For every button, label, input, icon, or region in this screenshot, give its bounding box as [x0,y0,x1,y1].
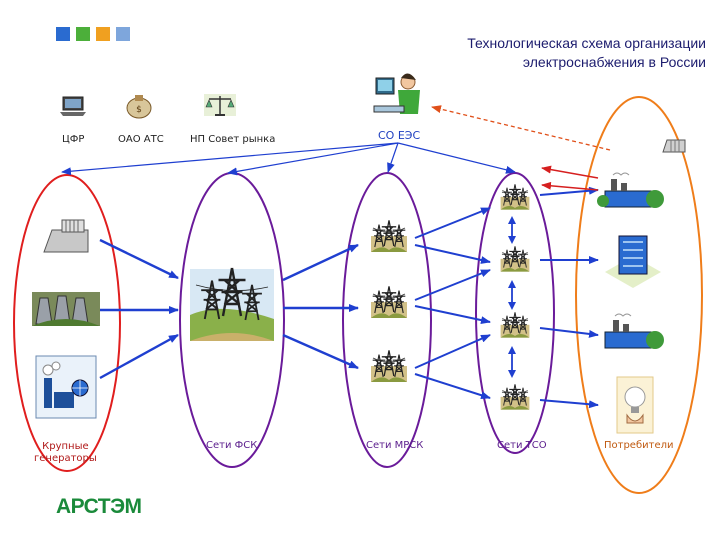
factory-icon-1 [597,172,664,208]
arrow-so-to-generators [61,142,399,176]
decor-square-3 [96,27,110,41]
label-ats: ОАО АТС [118,134,164,145]
label-consumers: Потребители [604,440,674,451]
arstem-logo: АРСТЭМ [56,495,142,518]
arrow-tso-consumer-3 [539,327,599,338]
decor-square-2 [76,27,90,41]
mrsk-tower-3 [371,350,407,382]
tso-tower-2 [501,246,530,271]
label-cfr: ЦФР [62,134,85,145]
diagram-title: Технологическая схема организации электр… [467,34,706,72]
arrow-so-to-fsk [227,142,399,176]
operator-icon [373,73,420,114]
mrsk-tower-1 [371,220,407,252]
tso-tower-3 [501,312,530,337]
svg-text:$: $ [136,105,142,115]
arrow-tso-consumer-4 [539,399,599,409]
decor-square-1 [56,27,70,41]
arrow-mrsk-tso-5 [414,334,491,369]
mrsk-tower-2 [371,286,407,318]
label-generators: Крупные генераторы [34,441,97,465]
laptop-icon [60,96,86,116]
arrow-mrsk-tso-2 [414,244,491,264]
title-line-1: Технологическая схема организации [467,35,706,51]
consumer-meter-icon [662,139,686,153]
arrow-fsk-mrsk-1 [282,243,359,282]
red-arrow-1 [541,165,599,179]
arrow-mrsk-tso-3 [414,269,491,301]
label-so: СО ЕЭС [378,129,421,142]
red-arrow-2 [541,181,599,191]
arrow-so-to-mrsk [387,142,399,173]
arrow-gen-fsk-3 [99,333,179,380]
label-generators-line-2: генераторы [34,453,97,464]
factory-icon-2 [604,313,664,349]
office-building-icon [605,235,661,288]
generator-turbine-icon [40,219,92,256]
dashed-consumers-to-so [431,105,611,151]
arrow-mrsk-tso-6 [414,373,491,400]
arrow-fsk-mrsk-3 [282,333,359,370]
decor-square-4 [116,27,130,41]
label-mrsk: Сети МРСК [366,440,424,451]
label-tso: Сети ТСО [497,440,547,451]
mrsk-oval [342,172,432,468]
consumers-oval [575,96,703,494]
money-bag-icon: $ [126,95,152,119]
tso-tower-4 [501,384,530,409]
scales-icon [204,94,236,116]
arrow-mrsk-tso-4 [414,305,491,325]
arrow-gen-fsk-1 [99,238,179,280]
title-line-2: электроснабжения в России [522,54,706,70]
fsk-transmission-icon [190,266,274,341]
arrow-mrsk-tso-1 [414,207,491,239]
power-plant-icon [32,292,100,326]
nuclear-plant-icon [35,355,97,419]
decor-squares [56,27,136,45]
tso-tower-1 [501,184,530,209]
label-generators-line-1: Крупные [42,441,89,452]
label-fsk: Сети ФСК [206,440,258,451]
label-np: НП Совет рынка [190,134,276,145]
arrow-so-to-tso [397,142,516,174]
arrow-tso-consumer-1 [539,186,599,196]
light-bulb-icon [616,376,654,434]
